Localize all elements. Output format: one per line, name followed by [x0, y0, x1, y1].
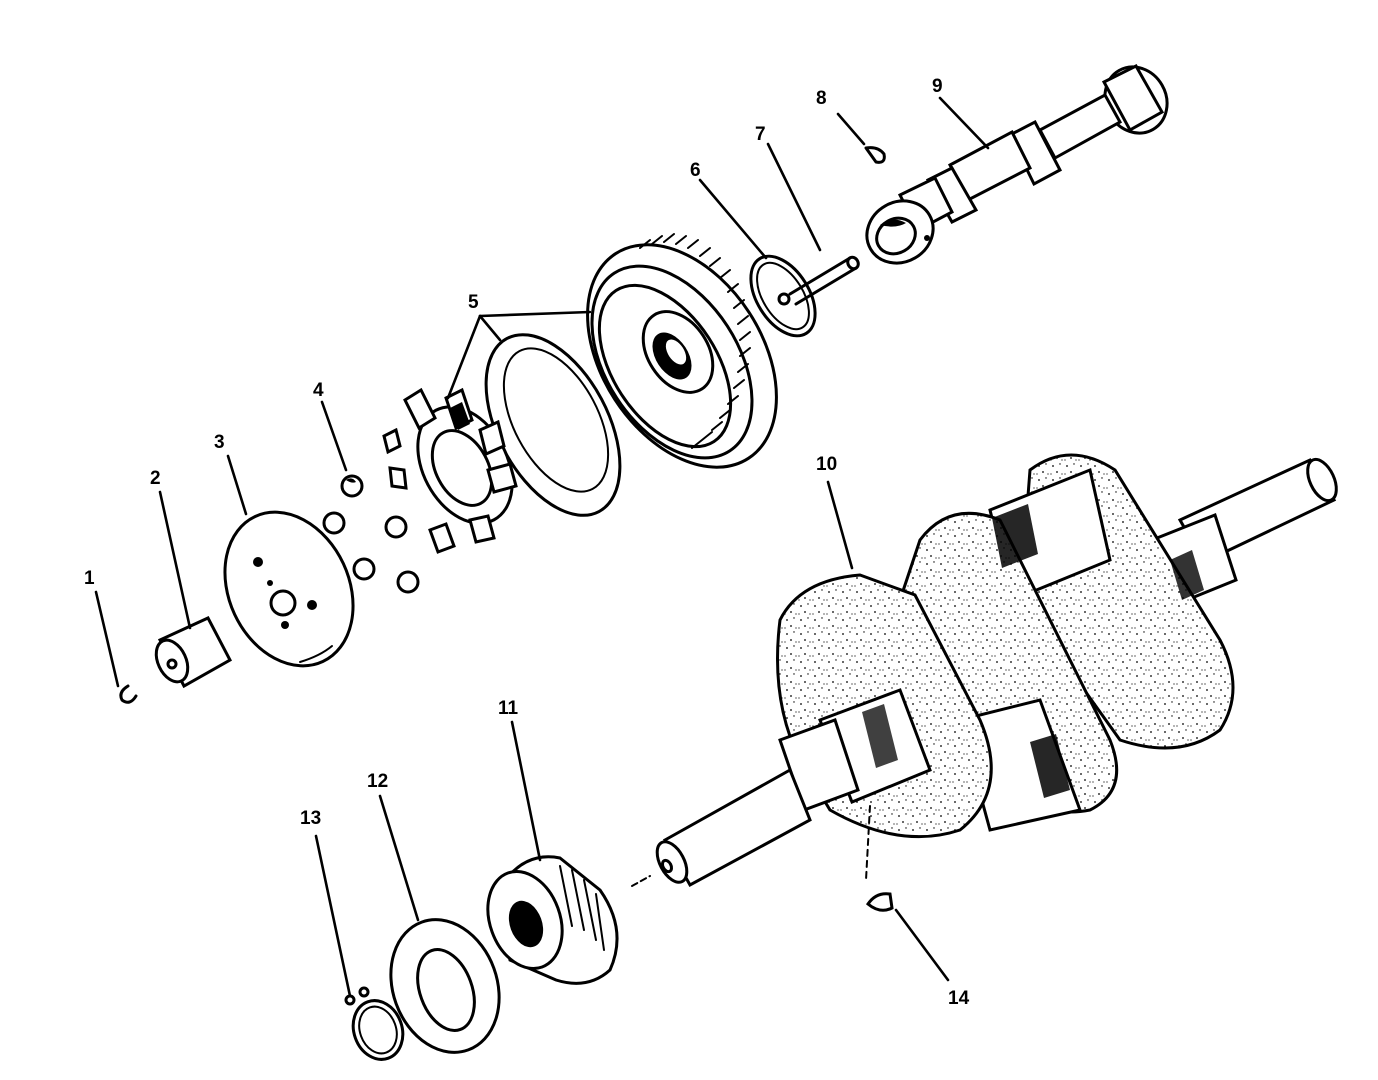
- callout-part-11: 11: [498, 698, 519, 719]
- camshaft-drawing: [865, 64, 1169, 265]
- callout-part-4: 4: [313, 380, 324, 401]
- callout-labels: 1 2 3 4 5 6 7 8 9 10 11 12 13 14: [84, 76, 970, 1009]
- washer-drawing: [389, 918, 501, 1054]
- callout-part-5: 5: [468, 292, 479, 313]
- snap-clip-drawing: [119, 684, 138, 704]
- woodruff-key-lower-drawing: [866, 892, 894, 912]
- leader-lines: [94, 96, 990, 998]
- callout-part-14: 14: [948, 988, 970, 1009]
- governor-thrust-disc-drawing: [484, 333, 622, 517]
- callout-part-9: 9: [932, 76, 943, 97]
- gear-shaft-pin-drawing: [788, 255, 860, 306]
- crankshaft-gear-drawing: [486, 855, 619, 985]
- callout-part-3: 3: [214, 432, 225, 453]
- callout-part-8: 8: [816, 88, 827, 109]
- thrust-plate-drawing: [223, 510, 355, 668]
- gear-teeth-hatching: [639, 233, 751, 449]
- callout-part-12: 12: [367, 771, 388, 792]
- thrust-washer-drawing: [749, 254, 817, 338]
- woodruff-key-upper-drawing: [864, 146, 886, 164]
- governor-balls-drawing: [322, 474, 420, 594]
- crankshaft-drawing: [631, 453, 1338, 888]
- callout-part-10: 10: [816, 454, 837, 475]
- governor-gear-drawing: [586, 233, 778, 469]
- callout-part-1: 1: [84, 568, 95, 589]
- governor-spool-drawing: [154, 616, 233, 689]
- callout-part-6: 6: [690, 160, 701, 181]
- governor-spider-drawing: [382, 387, 518, 554]
- callout-part-7: 7: [755, 124, 766, 145]
- callout-part-13: 13: [300, 808, 321, 829]
- callout-part-2: 2: [150, 468, 161, 489]
